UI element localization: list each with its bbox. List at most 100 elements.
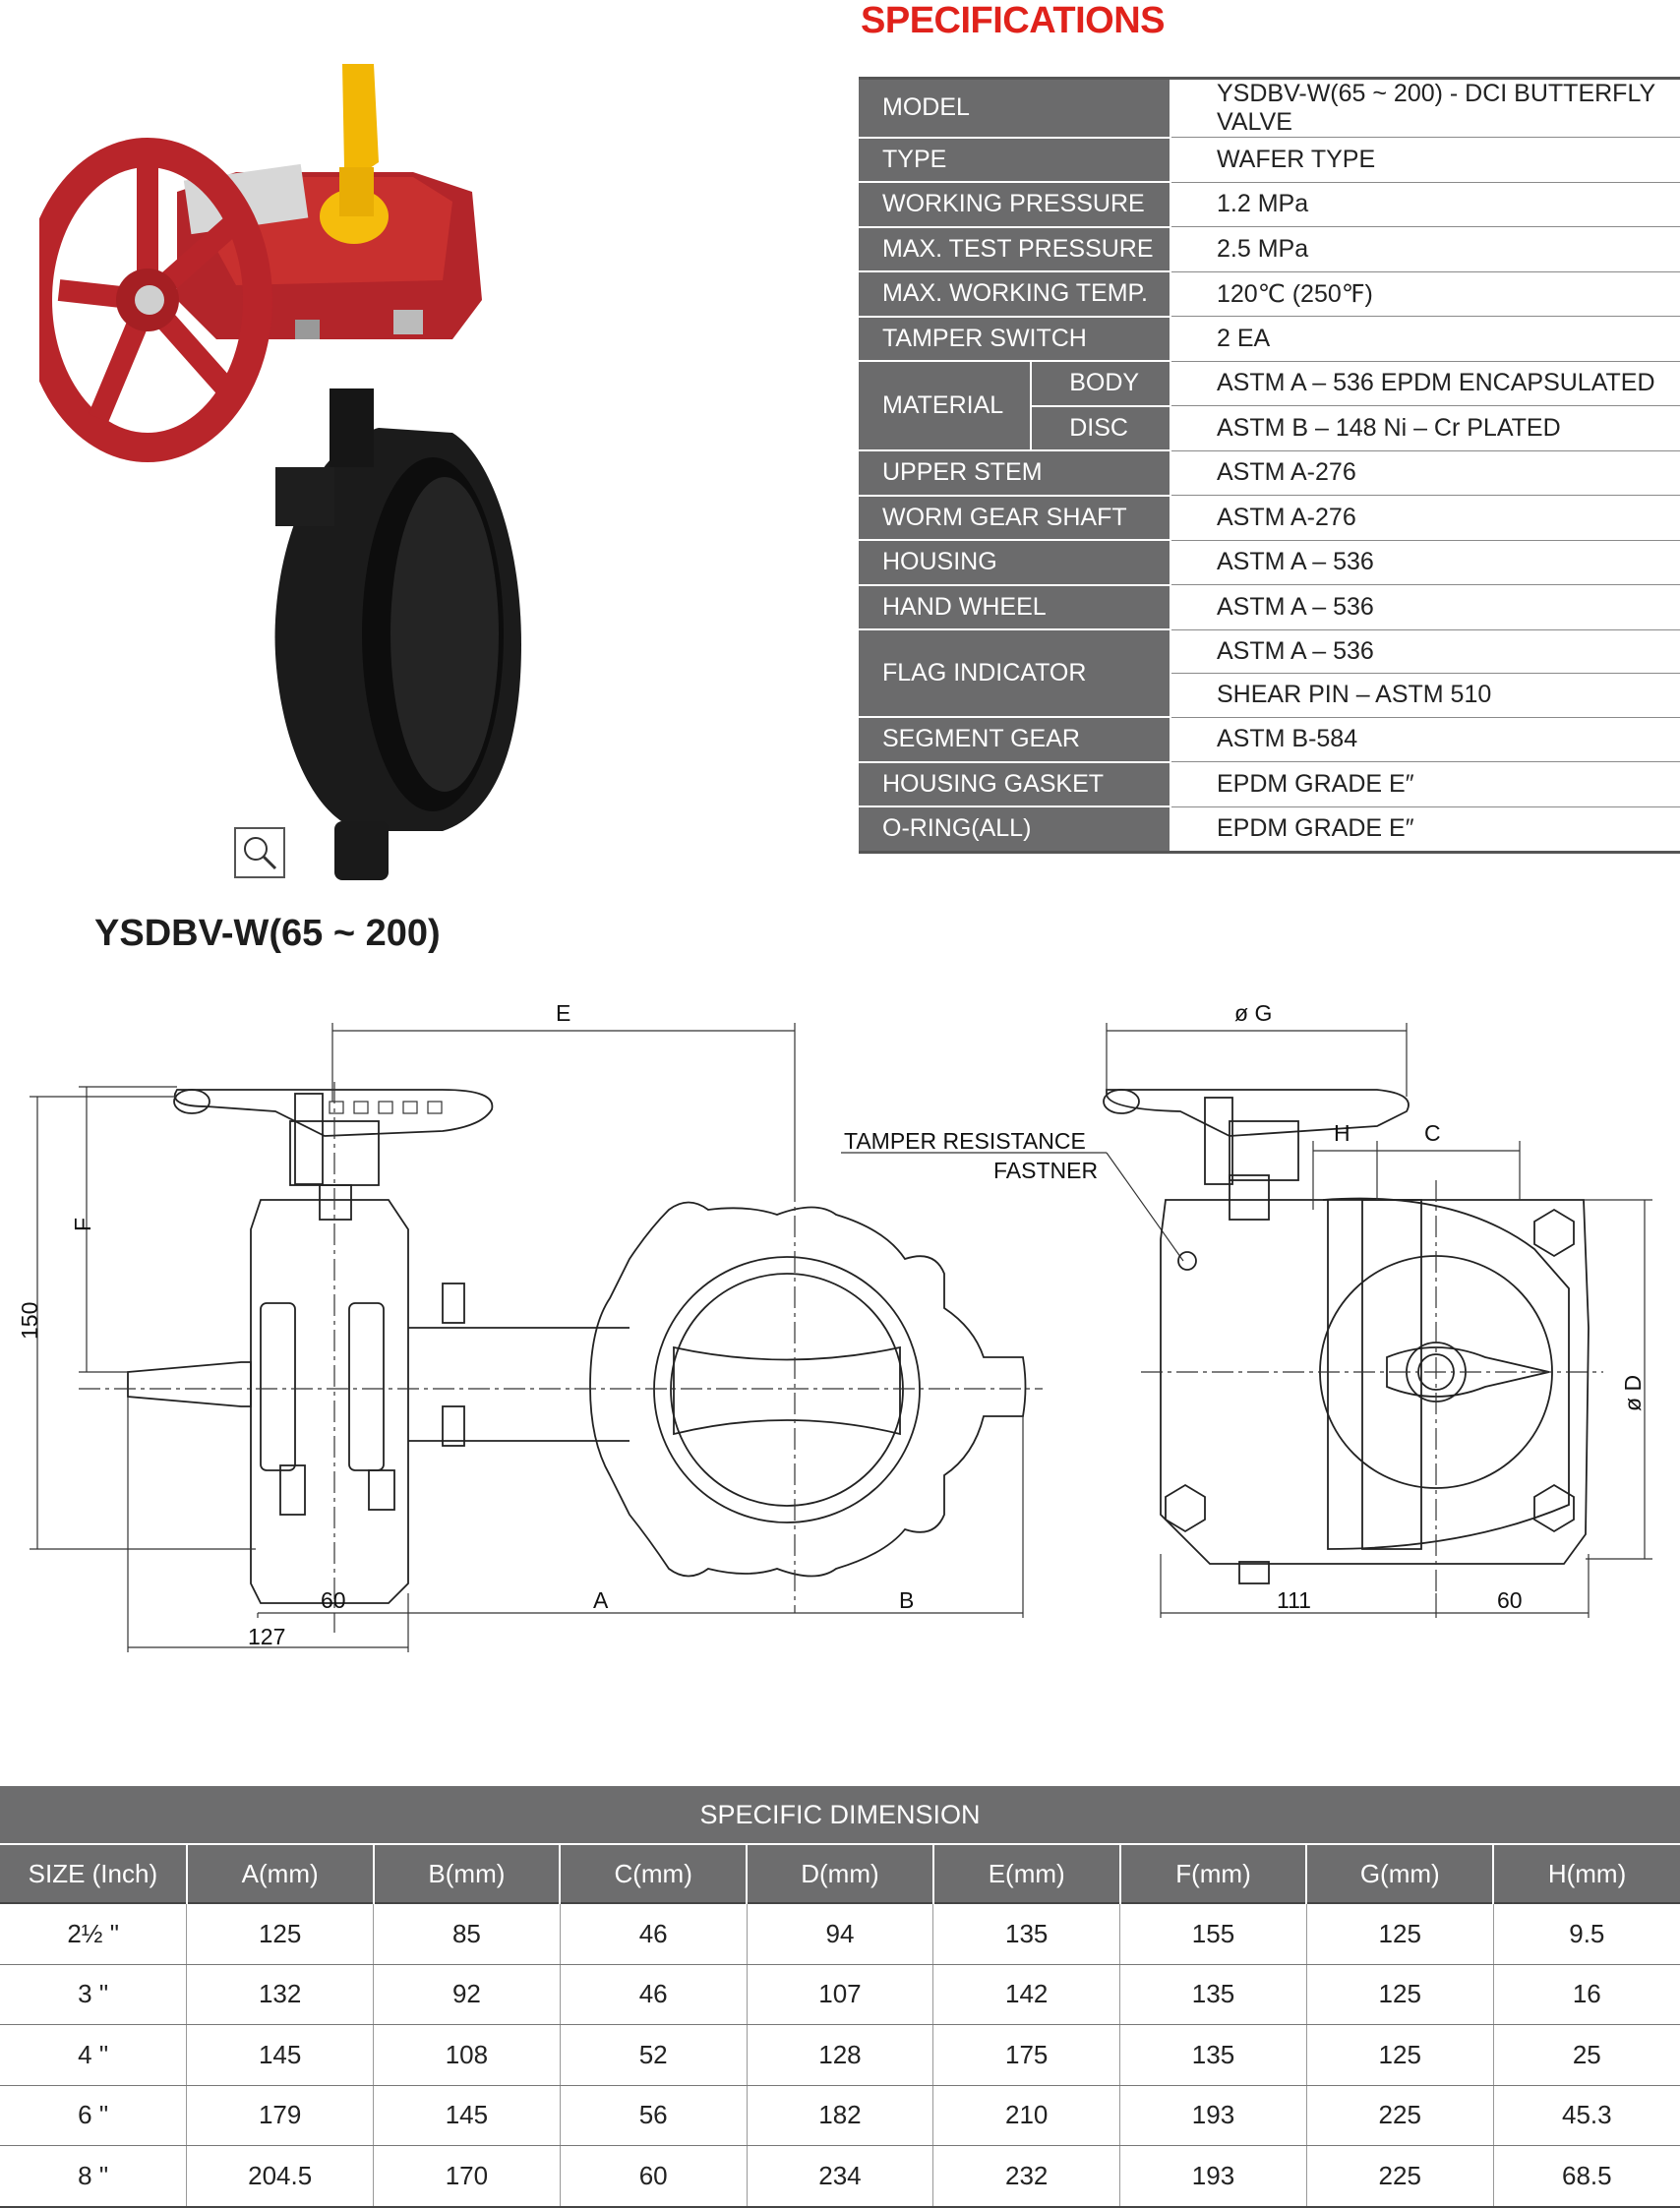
spec-label: WORM GEAR SHAFT (859, 495, 1171, 541)
spec-value: ASTM B-584 (1170, 717, 1680, 762)
dimension-cell: 182 (747, 2085, 934, 2146)
dimension-cell: 85 (373, 1902, 561, 1965)
spec-label: MAX. WORKING TEMP. (859, 271, 1171, 318)
dimension-cell: 107 (747, 1964, 934, 2025)
spec-label: TAMPER SWITCH (859, 316, 1171, 362)
dimension-cell: 204.5 (186, 2145, 375, 2208)
dimension-table-title: SPECIFIC DIMENSION (0, 1786, 1680, 1845)
dimension-cell: 46 (560, 1964, 748, 2025)
dimension-cell: 210 (932, 2085, 1121, 2146)
technical-drawing: E F 150 60 A B 127 TAMPER RESISTANCE FAS… (17, 1003, 1652, 1652)
specifications-title: SPECIFICATIONS (861, 0, 1166, 41)
spec-value: ASTM A – 536 (1170, 629, 1680, 674)
dim-label-e: E (556, 1003, 570, 1026)
dimension-cell: 225 (1306, 2085, 1494, 2146)
dimension-cell: 3 " (0, 1964, 188, 2025)
dimension-cell: 142 (932, 1964, 1121, 2025)
product-photo (39, 64, 521, 880)
dimension-cell: 135 (932, 1902, 1121, 1965)
spec-label: UPPER STEM (859, 450, 1171, 497)
dimension-cell: 125 (186, 1902, 375, 1965)
dimension-column-header: F(mm) (1119, 1844, 1308, 1903)
spec-row: O-RING(ALL)EPDM GRADE E″ (859, 806, 1680, 854)
spec-label: MATERIAL (859, 361, 1033, 451)
dimension-cell: 135 (1119, 2024, 1307, 2086)
dimension-cell: 25 (1493, 2024, 1680, 2086)
dimension-cell: 193 (1119, 2145, 1307, 2208)
spec-value: 2 EA (1170, 316, 1680, 362)
dimension-cell: 232 (932, 2145, 1121, 2208)
spec-label: HOUSING GASKET (859, 761, 1171, 807)
dimension-cell: 193 (1119, 2085, 1307, 2146)
dim-label-d: ø D (1620, 1375, 1646, 1411)
dimension-column-header: A(mm) (186, 1844, 375, 1903)
spec-value: SHEAR PIN – ASTM 510 (1170, 673, 1680, 718)
spec-value: ASTM A-276 (1170, 450, 1680, 496)
spec-sublabel: DISC (1031, 405, 1171, 451)
spec-label: MAX. TEST PRESSURE (859, 226, 1171, 272)
dimension-cell: 45.3 (1493, 2085, 1680, 2146)
dimension-cell: 135 (1119, 1964, 1307, 2025)
dimension-cell: 155 (1119, 1902, 1307, 1965)
dim-label-c: C (1424, 1120, 1441, 1146)
magnifier-icon (244, 837, 277, 870)
spec-value: YSDBV-W(65 ~ 200) - DCI BUTTERFLY VALVE (1170, 77, 1680, 138)
dimension-column-header: C(mm) (560, 1844, 749, 1903)
tamper-label-line2: FASTNER (993, 1158, 1098, 1183)
dim-label-b: B (899, 1587, 914, 1613)
dimension-cell: 132 (186, 1964, 375, 2025)
spec-label: MODEL (859, 77, 1171, 139)
dimension-cell: 108 (373, 2024, 561, 2086)
spec-sublabel: BODY (1031, 361, 1171, 407)
dimension-column-header: H(mm) (1493, 1844, 1680, 1903)
dimension-cell: 56 (560, 2085, 748, 2146)
dimension-cell: 94 (747, 1902, 934, 1965)
dimension-cell: 68.5 (1493, 2145, 1680, 2208)
dim-label-h: H (1334, 1120, 1350, 1146)
dim-label-a: A (593, 1587, 609, 1613)
dim-label-127: 127 (248, 1624, 285, 1649)
dimension-cell: 125 (1306, 2024, 1494, 2086)
spec-row: MAX. WORKING TEMP.120℃ (250℉) (859, 271, 1680, 318)
spec-value: EPDM GRADE E″ (1170, 761, 1680, 807)
flag-indicator-shape (320, 64, 389, 244)
zoom-button[interactable] (234, 827, 285, 878)
dimension-cell: 179 (186, 2085, 375, 2146)
spec-value: 2.5 MPa (1170, 226, 1680, 272)
spec-value: 1.2 MPa (1170, 182, 1680, 227)
spec-value: WAFER TYPE (1170, 137, 1680, 183)
handwheel-shape (39, 138, 272, 462)
spec-label: HAND WHEEL (859, 584, 1171, 630)
dimension-cell: 6 " (0, 2085, 188, 2146)
model-caption: YSDBV-W(65 ~ 200) (94, 913, 441, 954)
spec-value: 120℃ (250℉) (1170, 271, 1680, 317)
spec-row: SHEAR PIN – ASTM 510 (859, 673, 1680, 718)
dim-label-60-left: 60 (321, 1587, 346, 1613)
spec-value: ASTM A – 536 (1170, 584, 1680, 630)
dimension-cell: 175 (932, 2024, 1121, 2086)
dimension-cell: 125 (1306, 1902, 1494, 1965)
dimension-cell: 128 (747, 2024, 934, 2086)
spec-value: ASTM B – 148 Ni – Cr PLATED (1170, 405, 1680, 451)
spec-label: HOUSING (859, 540, 1171, 586)
dimension-cell: 225 (1306, 2145, 1494, 2208)
dimension-column-header: G(mm) (1306, 1844, 1495, 1903)
dimension-column-header: E(mm) (932, 1844, 1121, 1903)
dimension-cell: 52 (560, 2024, 748, 2086)
spec-label: WORKING PRESSURE (859, 182, 1171, 228)
spec-label: FLAG INDICATOR (859, 629, 1171, 718)
dimension-column-header: D(mm) (747, 1844, 934, 1903)
